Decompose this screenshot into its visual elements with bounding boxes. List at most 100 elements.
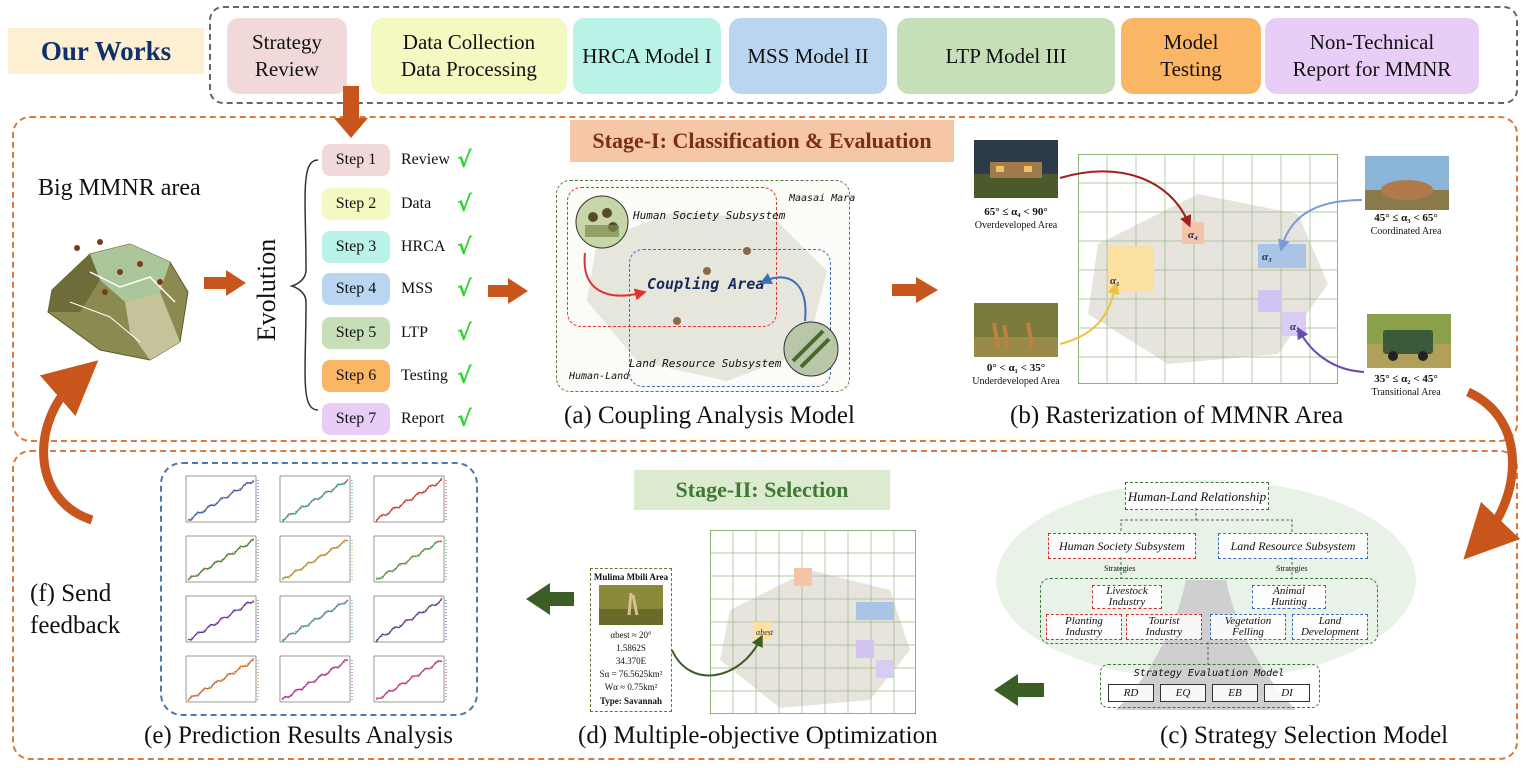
land-resource-photo: [783, 321, 839, 377]
metric-box: DI: [1264, 684, 1310, 702]
highlight-cell: [856, 640, 874, 658]
mulima-lat: 1.5862S: [616, 643, 646, 653]
stage-two-title: Stage-II: Selection: [634, 470, 890, 510]
coupling-model-panel: Human Society Subsystem Maasai Mara Coup…: [556, 180, 855, 392]
caption-d: (d) Multiple-objective Optimization: [578, 722, 938, 749]
root-node: Human-Land Relationship: [1125, 482, 1269, 510]
cell-label: αbest: [756, 628, 774, 637]
step-badge: Step 5: [322, 317, 390, 349]
mulima-type: Type: Savannah: [599, 696, 663, 706]
work-item: Non-Technical Report for MMNR: [1265, 18, 1479, 94]
prediction-plot: [279, 475, 353, 523]
step-name: Report: [401, 410, 445, 427]
evaluation-model-label: Strategy Evaluation Model: [1133, 668, 1285, 679]
highlight-cell: [876, 660, 894, 678]
works-frame: [209, 6, 1518, 104]
stage-two-frame: [12, 450, 1518, 760]
step-badge: Step 4: [322, 273, 390, 305]
coupling-background: [587, 211, 827, 381]
underdeveloped-photo: [974, 303, 1058, 357]
step-name: HRCA: [401, 238, 446, 255]
stage-one-title: Stage-I: Classification & Evaluation: [570, 120, 954, 162]
prediction-plot: [185, 655, 259, 703]
coupling-area-label: Coupling Area: [647, 275, 765, 293]
land-development-node: Land Development: [1292, 614, 1368, 640]
step-badge: Step 7: [322, 403, 390, 435]
prediction-plot: [373, 595, 447, 643]
planting-node: Planting Industry: [1046, 614, 1122, 640]
prediction-plot: [185, 595, 259, 643]
land-resource-box: [629, 249, 831, 387]
our-works-label: Our Works: [8, 28, 204, 74]
work-item: MSS Model II: [729, 18, 887, 94]
check-icon: √: [457, 191, 472, 217]
metric-box: EQ: [1160, 684, 1206, 702]
step-name: MSS: [401, 280, 434, 297]
work-item: LTP Model III: [897, 18, 1115, 94]
mulima-alpha: αbest ≈ 20°: [610, 630, 652, 640]
prediction-plot: [279, 535, 353, 583]
mulima-photo: [599, 585, 663, 625]
step-badge: Step 3: [322, 231, 390, 263]
step-name: LTP: [401, 324, 428, 341]
cell-label: α₁: [1110, 275, 1120, 287]
vegetation-node: Vegetation Felling: [1210, 614, 1286, 640]
mulima-w: Wα ≈ 0.75km²: [604, 682, 658, 692]
animal-hunting-node: Animal Hunting: [1252, 585, 1326, 609]
human-society-photo: [575, 195, 629, 249]
prediction-plot: [373, 475, 447, 523]
work-item: Data Collection Data Processing: [371, 18, 567, 94]
highlight-cell: [794, 568, 812, 586]
step-name: Data: [401, 195, 432, 212]
step-badge: Step 2: [322, 188, 390, 220]
caption-e: (e) Prediction Results Analysis: [144, 722, 453, 749]
check-icon: √: [457, 276, 472, 302]
mulima-lon: 34.370E: [615, 656, 647, 666]
prediction-plot: [279, 655, 353, 703]
overdeveloped-label: Overdeveloped Area: [974, 220, 1058, 231]
step-badge: Step 6: [322, 360, 390, 392]
human-land-label: Human-Land: [569, 371, 630, 382]
mulima-title: Mulima Mbili Area: [593, 572, 669, 582]
coordinated-photo: [1365, 156, 1449, 210]
check-icon: √: [457, 320, 472, 346]
highlight-cell: [1258, 290, 1282, 312]
prediction-plot: [185, 535, 259, 583]
land-resource-label: Land Resource Subsystem: [629, 357, 782, 370]
mulima-card: Mulima Mbili Area αbest ≈ 20° 1.5862S 34…: [590, 568, 672, 712]
check-icon: √: [457, 406, 472, 432]
check-icon: √: [457, 363, 472, 389]
tourist-node: Tourist Industry: [1126, 614, 1202, 640]
overdeveloped-photo: [974, 140, 1058, 198]
underdeveloped-label: Underdeveloped Area: [972, 376, 1060, 387]
transitional-label: Transitional Area: [1371, 387, 1441, 398]
send-feedback-label: (f) Send feedback: [30, 580, 121, 639]
work-item: HRCA Model I: [573, 18, 721, 94]
prediction-plot: [185, 475, 259, 523]
prediction-plot: [373, 655, 447, 703]
transitional-angle: 35° ≤ α₂ < 45°: [1374, 373, 1438, 385]
strategy-frame: [1040, 578, 1378, 644]
mmnr-map-image: [47, 239, 189, 361]
caption-a: (a) Coupling Analysis Model: [564, 402, 855, 429]
cell-label: α₄: [1188, 229, 1198, 241]
cell-label: α₃: [1262, 251, 1272, 263]
step-badge: Step 1: [322, 144, 390, 176]
prediction-results-panel: [160, 462, 478, 716]
prediction-plot: [373, 535, 447, 583]
maasai-mara-label: Maasai Mara: [789, 193, 856, 204]
big-area-label: Big MMNR area: [38, 175, 201, 201]
evaluation-frame: [1100, 664, 1320, 708]
work-item: Strategy Review: [227, 18, 347, 94]
human-society-box: [567, 187, 777, 327]
livestock-node: Livestock Industry: [1092, 585, 1162, 609]
check-icon: √: [457, 147, 472, 173]
coordinated-label: Coordinated Area: [1370, 226, 1442, 237]
coordinated-angle: 45° ≤ α₃ < 65°: [1374, 212, 1438, 224]
region-shape: [1088, 194, 1328, 364]
human-society-node: Human Society Subsystem: [1048, 533, 1196, 559]
